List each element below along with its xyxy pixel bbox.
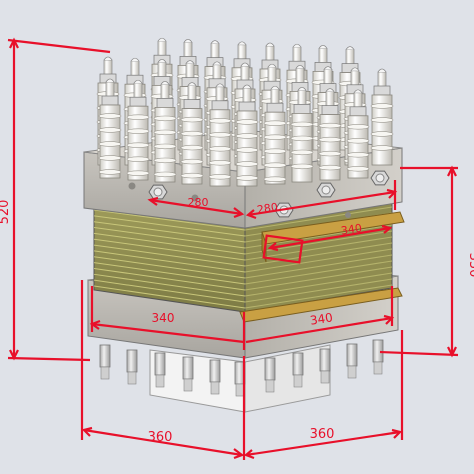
bolt-icon [182,356,194,392]
dim-height-body-label: 350 [466,253,474,278]
bolt-icon [148,184,168,200]
bushing-icon [263,85,287,185]
bolt-icon [372,339,384,375]
bolt-icon [346,343,358,379]
bushing-icon [370,68,394,166]
bolt-icon [99,344,111,380]
bushing-icon [126,79,150,181]
dim-clamp-right-label: 280 [256,200,279,216]
bolt-icon [264,357,276,393]
bolt-icon [209,359,221,395]
bushing-array [96,37,394,187]
bolt-icon [370,170,390,186]
dimension-labels: 520 350 360 360 340 340 280 280 340 [0,196,474,445]
bushing-icon [180,82,204,185]
dim-bracket-label: 340 [340,221,363,237]
bolt-icon [319,348,331,384]
bolt-icon [154,352,166,388]
dimension-lines [7,37,459,460]
dim-core-depth-label: 340 [309,310,334,327]
bolt-icon [316,182,336,198]
bushing-icon [290,87,314,183]
bushing-icon [153,81,177,183]
dim-clamp-left-label: 280 [188,196,209,209]
bracket-plate [239,211,405,323]
bushing-icon [346,89,370,179]
bolt-icon [126,349,138,385]
bushing-icon [208,83,232,187]
dim-width-left-label: 360 [148,430,173,445]
bolt-icon [292,352,304,388]
bushing-icon [98,78,122,179]
dim-width-right-label: 360 [310,427,335,442]
dim-core-width-label: 340 [152,311,175,325]
dim-height-total-label: 520 [0,200,12,225]
bushing-icon [318,88,342,181]
bushing-icon [235,84,259,187]
